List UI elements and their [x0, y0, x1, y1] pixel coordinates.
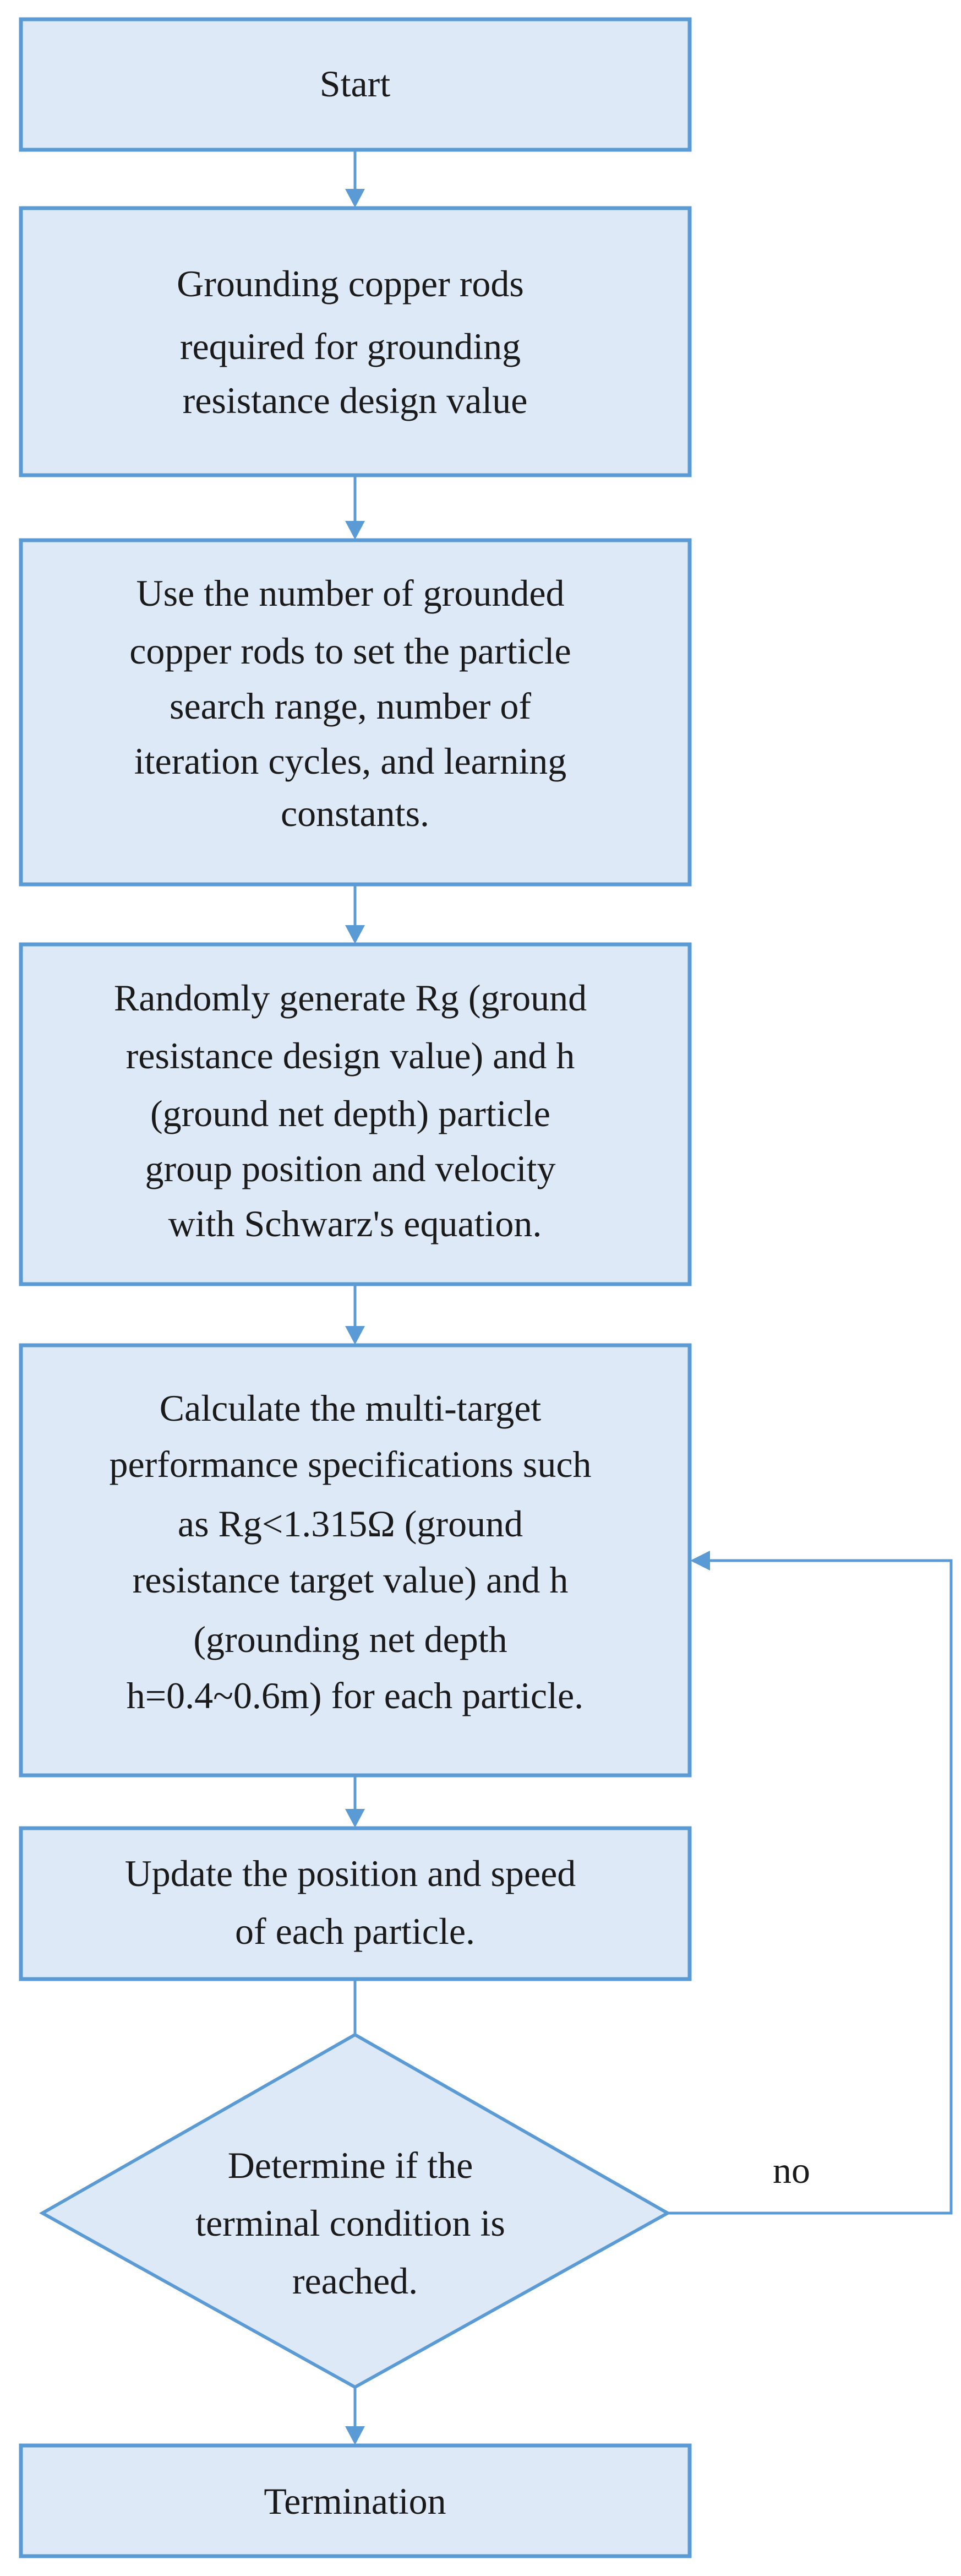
svg-text:Randomly generate Rg (ground: Randomly generate Rg (ground resistance …	[114, 977, 596, 1244]
node-check-condition-line: reached.	[292, 2260, 418, 2302]
edge-label-no: no	[773, 2149, 810, 2191]
node-update-particles-line: Update the position and speed	[125, 1852, 576, 1894]
node-generate-particles-line: resistance design value) and h	[126, 1035, 575, 1077]
node-calculate-specs-line: Calculate the multi-target	[160, 1387, 542, 1429]
edge-calculate-specs-to-update-particles	[345, 1775, 365, 1828]
edge-set-parameters-to-generate-particles	[345, 884, 365, 944]
edges: no	[345, 150, 953, 2445]
node-termination: Termination	[19, 2443, 692, 2558]
edge-check-condition-to-termination	[345, 2387, 365, 2445]
node-check-condition-line: terminal condition is	[195, 2202, 505, 2244]
svg-text:Determine if the termi: Determine if the terminal condition is r…	[195, 2144, 515, 2302]
node-check-condition: Determine if the terminal condition is r…	[39, 2032, 671, 2389]
node-generate-particles-line: (ground net depth) particle	[150, 1093, 550, 1134]
node-calculate-specs-line: resistance target value) and h	[133, 1559, 569, 1601]
edge-grounding-rods-to-set-parameters	[345, 475, 365, 540]
node-set-parameters-line: Use the number of grounded	[136, 572, 564, 614]
svg-text:Start: Start	[320, 63, 391, 105]
nodes: Start Grounding copper rods required for…	[19, 17, 692, 2558]
node-grounding-rods: Grounding copper rods required for groun…	[19, 206, 692, 477]
edge-loop-no: no	[668, 1551, 953, 2215]
node-generate-particles-line: with Schwarz's equation.	[168, 1203, 542, 1244]
node-start-line: Start	[320, 63, 391, 105]
node-calculate-specs-line: (grounding net depth	[193, 1618, 507, 1660]
node-generate-particles-line: group position and velocity	[145, 1148, 555, 1189]
node-set-parameters-line: constants.	[281, 792, 429, 834]
node-set-parameters-line: search range, number of	[170, 685, 531, 727]
node-calculate-specs-line: as Rg<1.315Ω (ground	[178, 1503, 523, 1545]
node-grounding-rods-line: Grounding copper rods	[177, 263, 524, 305]
svg-text:Use the number of grounded: Use the number of grounded copper rods t…	[129, 572, 581, 834]
edge-start-to-grounding-rods	[345, 150, 365, 208]
node-update-particles: Update the position and speed of each pa…	[19, 1826, 692, 1981]
svg-text:Calculate the multi-target: Calculate the multi-target performance s…	[109, 1387, 600, 1716]
node-check-condition-line: Determine if the	[228, 2144, 473, 2186]
node-update-particles-line: of each particle.	[235, 1910, 475, 1952]
node-grounding-rods-line: required for grounding	[180, 325, 521, 367]
node-generate-particles: Randomly generate Rg (ground resistance …	[19, 942, 692, 1286]
node-termination-line: Termination	[264, 2480, 446, 2522]
node-set-parameters: Use the number of grounded copper rods t…	[19, 538, 692, 887]
node-calculate-specs-line: performance specifications such	[109, 1443, 591, 1485]
svg-text:Update the position and speed: Update the position and speed of each pa…	[125, 1852, 586, 1952]
node-set-parameters-line: iteration cycles, and learning	[134, 740, 566, 782]
edge-generate-particles-to-calculate-specs	[345, 1284, 365, 1345]
node-set-parameters-line: copper rods to set the particle	[129, 630, 571, 672]
node-calculate-specs: Calculate the multi-target performance s…	[19, 1343, 692, 1778]
node-generate-particles-line: Randomly generate Rg (ground	[114, 977, 587, 1019]
svg-text:Termination: Termination	[264, 2480, 446, 2522]
node-start: Start	[19, 17, 692, 152]
node-calculate-specs-line: h=0.4~0.6m) for each particle.	[127, 1675, 583, 1716]
node-grounding-rods-line: resistance design value	[183, 379, 528, 421]
svg-text:Grounding copper rods: Grounding copper rods required for groun…	[177, 263, 533, 421]
